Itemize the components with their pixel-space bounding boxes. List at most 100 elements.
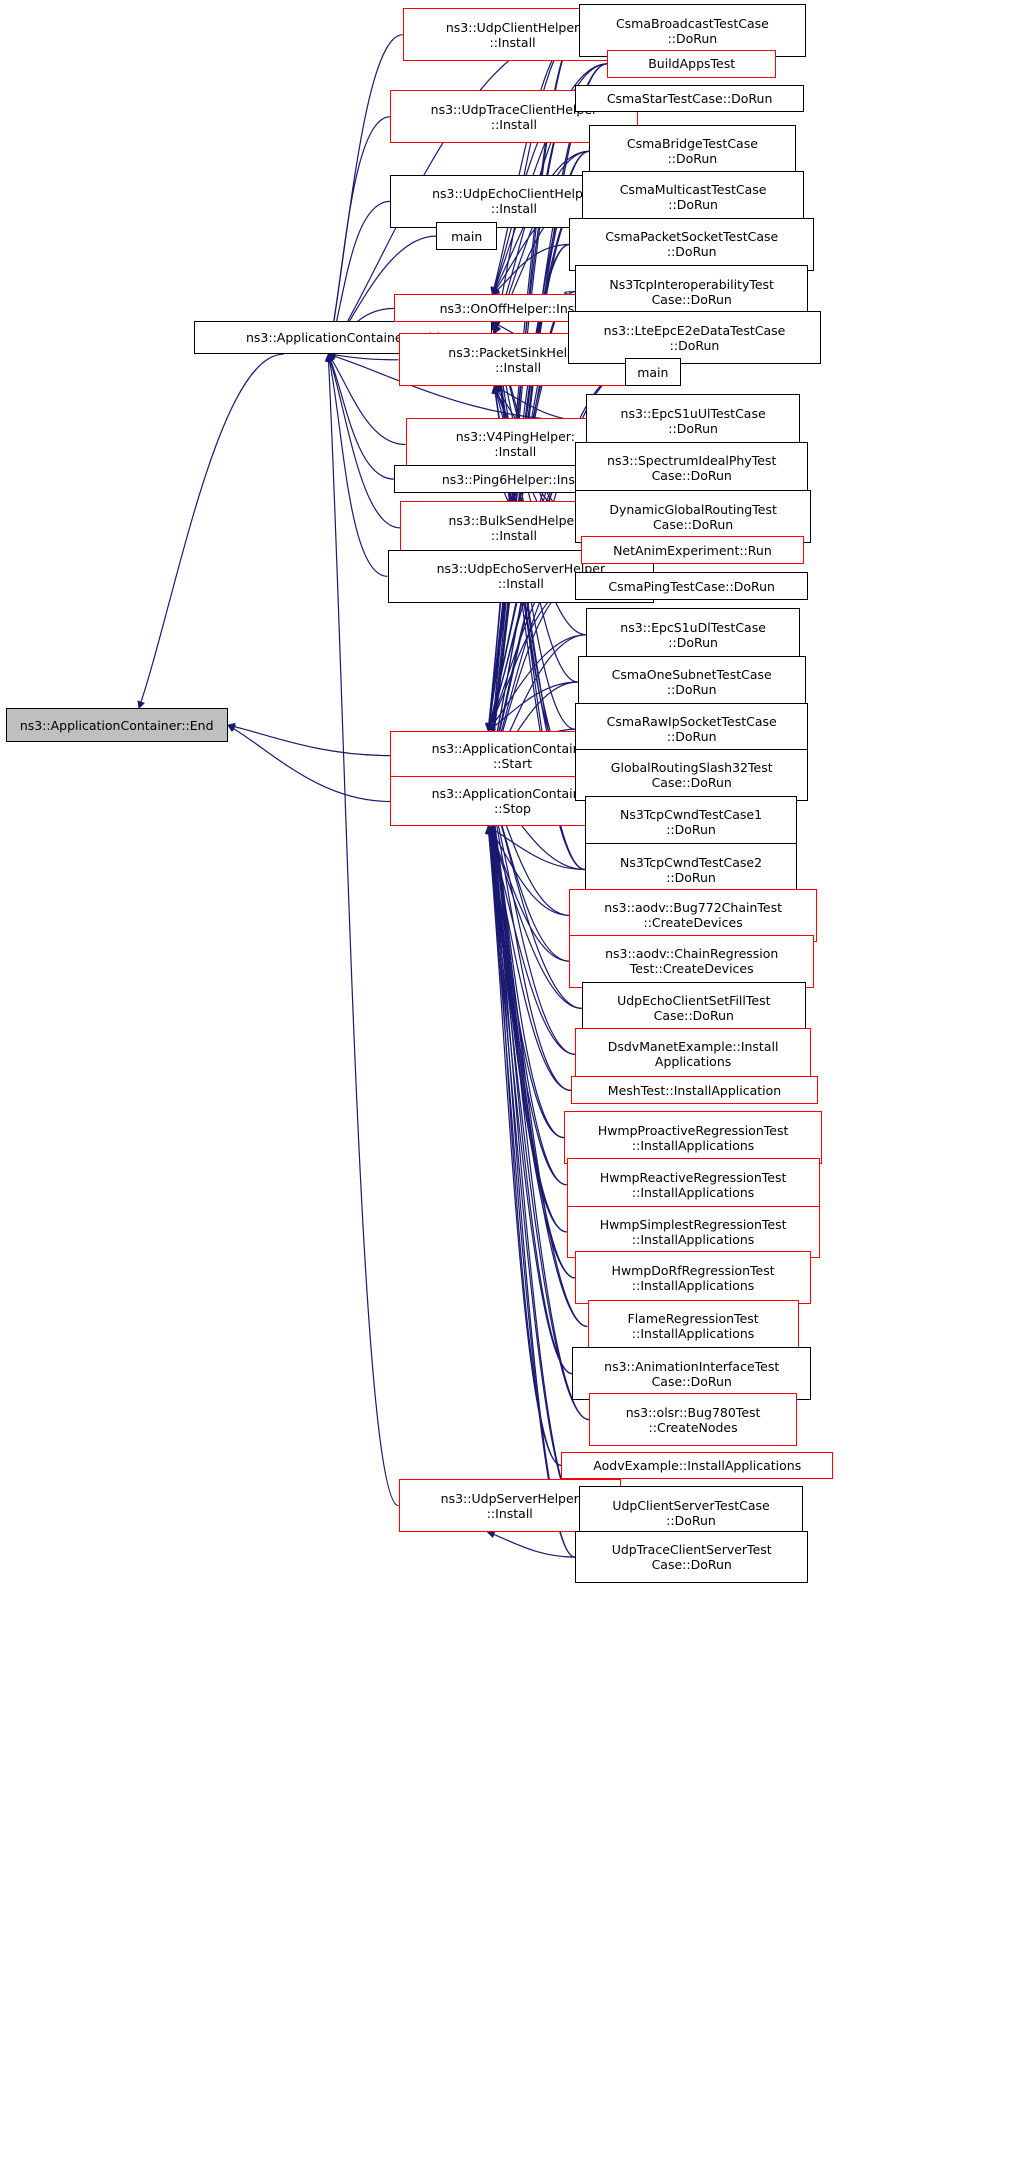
node-label-line: UdpTraceClientServerTest [611,1542,772,1558]
node-label-line: ns3::aodv::Bug772ChainTest [604,900,782,916]
node-hwmp-dorf-regression-test[interactable]: HwmpDoRfRegressionTest::InstallApplicati… [575,1251,812,1305]
node-label-line: DsdvManetExample::Install [607,1039,779,1055]
node-label-line: ::Install [495,359,542,375]
node-netanim-experiment-run[interactable]: NetAnimExperiment::Run [580,536,805,564]
node-label-line: ns3::EpcS1uUlTestCase [620,405,766,421]
node-hwmp-simplest-regression-test[interactable]: HwmpSimplestRegressionTest::InstallAppli… [566,1205,820,1259]
node-label-line: ::InstallApplications [631,1137,755,1153]
node-hwmp-proactive-regression-test[interactable]: HwmpProactiveRegressionTest::InstallAppl… [563,1111,823,1164]
call-edge [327,353,406,446]
call-edge [484,779,573,1375]
node-label-line: NetAnimExperiment::Run [613,542,772,558]
node-aodv-bug772-chain-test[interactable]: ns3::aodv::Bug772ChainTest::CreateDevice… [569,888,817,942]
node-label-line: BuildAppsTest [648,56,736,72]
node-csma-ping-test[interactable]: CsmaPingTestCase::DoRun [575,572,809,601]
node-csma-one-subnet-test[interactable]: CsmaOneSubnetTestCase::DoRun [577,655,806,709]
node-label-line: ::DoRun [666,822,716,838]
call-edge [327,353,395,480]
call-edge [491,63,608,296]
node-label-line: ::InstallApplications [631,1232,755,1248]
node-label-line: CsmaRawIpSocketTestCase [606,714,777,730]
node-label-line: ns3::ApplicationContainer [431,786,594,802]
node-label-line: ns3::EpcS1uDlTestCase [620,619,766,635]
node-csma-star-test[interactable]: CsmaStarTestCase::DoRun [575,84,805,113]
node-hwmp-reactive-regression-test[interactable]: HwmpReactiveRegressionTest::InstallAppli… [566,1158,820,1212]
node-label-line: DynamicGlobalRoutingTest [609,501,777,517]
node-label-line: Case::DoRun [651,775,732,791]
node-label-line: ::CreateDevices [643,915,743,931]
node-label-line: ::DoRun [668,420,718,436]
node-flame-regression-test[interactable]: FlameRegressionTest::InstallApplications [587,1300,799,1353]
node-label-line: ::DoRun [666,681,717,697]
node-label-line: ::InstallApplications [631,1184,755,1200]
node-csma-packet-socket-test[interactable]: CsmaPacketSocketTestCase::DoRun [569,218,814,271]
node-label-line: Applications [654,1054,732,1070]
call-edge [227,724,391,803]
node-csma-raw-ip-socket-test[interactable]: CsmaRawIpSocketTestCase::DoRun [575,702,809,756]
node-label-line: ::Start [493,755,532,771]
node-aodv-example-install-applications[interactable]: AodvExample::InstallApplications [561,1451,834,1480]
node-bulk-send-helper-install[interactable]: ns3::BulkSendHelper::Install [400,501,628,555]
node-label-line: MeshTest::InstallApplication [607,1082,782,1098]
node-label-line: ::DoRun [666,869,716,885]
node-lte-epc-e2e-data-test[interactable]: ns3::LteEpcE2eDataTestCase::DoRun [568,311,821,364]
node-label-line: ::DoRun [669,337,720,353]
node-build-apps-test[interactable]: BuildAppsTest [606,50,777,78]
call-edge [484,825,562,1466]
node-ns3-tcp-cwnd-test-1[interactable]: Ns3TcpCwndTestCase1::DoRun [584,795,798,849]
node-label-line: Case::DoRun [651,1373,732,1389]
node-label-line: Ns3TcpCwndTestCase2 [619,854,763,870]
node-mesh-test-install-application[interactable]: MeshTest::InstallApplication [570,1076,819,1105]
call-edge [489,321,585,871]
node-csma-multicast-test[interactable]: CsmaMulticastTestCase::DoRun [581,170,805,224]
node-udp-client-server-test[interactable]: UdpClientServerTestCase::DoRun [579,1486,803,1539]
node-label-line: main [451,228,483,244]
node-label-line: ns3::UdpTraceClientHelper [430,101,598,117]
node-label-line: ns3::UdpServerHelper [440,1490,579,1506]
node-epc-s1u-ul-test[interactable]: ns3::EpcS1uUlTestCase::DoRun [586,394,801,448]
node-main-1[interactable]: main [436,222,498,250]
node-label-line: HwmpSimplestRegressionTest [599,1217,787,1233]
node-label-line: ns3::PacketSinkHelper [448,344,588,360]
node-label-line: ::Install [489,34,536,50]
node-label-line: HwmpReactiveRegressionTest [599,1169,787,1185]
node-label-line: ::Install [490,201,537,217]
node-label-line: FlameRegressionTest [627,1311,759,1327]
node-label-line: ::Install [497,576,544,592]
node-label-line: CsmaBroadcastTestCase [615,15,769,31]
node-label-line: Ns3TcpCwndTestCase1 [619,807,763,823]
node-main-2[interactable]: main [625,358,681,387]
node-label-line: ns3::aodv::ChainRegression [605,946,779,962]
node-label-line: HwmpProactiveRegressionTest [597,1122,789,1138]
node-label-line: CsmaBridgeTestCase [626,136,758,152]
node-label-line: Case::DoRun [651,291,732,307]
node-label-line: ::DoRun [668,197,718,213]
node-label-line: ns3::UdpEchoClientHelper [432,186,596,202]
call-edge [486,1530,576,1558]
call-edge [137,353,284,710]
call-edge [485,779,589,1421]
node-csma-bridge-test[interactable]: CsmaBridgeTestCase::DoRun [588,125,796,178]
node-packet-sink-helper-install[interactable]: ns3::PacketSinkHelper::Install [398,333,638,387]
node-olsr-bug780-test[interactable]: ns3::olsr::Bug780Test::CreateNodes [588,1393,798,1446]
node-label-line: ::Install [490,527,537,543]
node-label-line: ns3::BulkSendHelper [448,512,580,528]
node-label-line: UdpClientServerTestCase [612,1497,770,1513]
node-label-line: Test::CreateDevices [629,961,754,977]
node-label-line: CsmaOneSubnetTestCase [611,666,772,682]
node-label-line: Case::DoRun [652,516,734,532]
node-csma-broadcast-test[interactable]: CsmaBroadcastTestCase::DoRun [579,4,806,57]
node-label-line: ::InstallApplications [631,1277,755,1293]
node-epc-s1u-dl-test[interactable]: ns3::EpcS1uDlTestCase::DoRun [586,608,801,662]
node-label-line: ::DoRun [667,151,718,167]
